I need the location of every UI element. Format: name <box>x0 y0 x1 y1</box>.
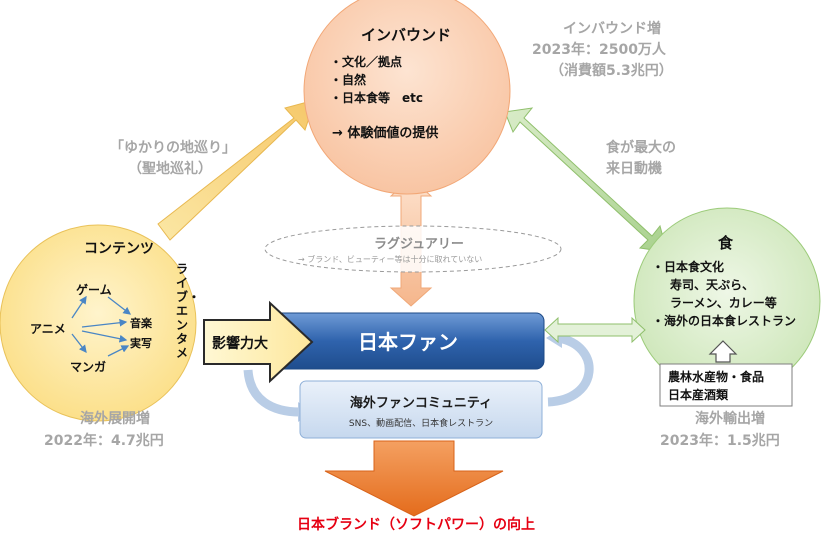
content-live-entertainment: ライブ・エンタメ <box>176 262 201 360</box>
inbound-circle <box>303 0 511 195</box>
content-anime: アニメ <box>30 322 66 336</box>
inbound-item-nature: ・自然 <box>330 73 367 87</box>
inbound-stat-label: インバウンド増 <box>563 21 661 37</box>
loop-arrow-left <box>243 369 301 417</box>
food-products-box <box>659 363 793 407</box>
content-stat-value: 2022年：4.7兆円 <box>44 433 164 449</box>
food-products-line2: 日本産酒類 <box>668 388 729 402</box>
inbound-item-food: ・日本食等 etc <box>330 91 423 105</box>
food-item-sushi: 寿司、天ぷら、 <box>670 278 755 292</box>
food-products-arrow <box>708 340 738 363</box>
inbound-value: → 体験価値の提供 <box>332 126 439 141</box>
food-stat-value: 2023年：1.5兆円 <box>660 433 780 449</box>
food-products-line1: 農林水産物・食品 <box>668 370 765 384</box>
loop-arrow-right <box>547 333 594 407</box>
content-game: ゲーム <box>76 283 112 297</box>
inbound-item-culture: ・文化／拠点 <box>330 55 403 69</box>
pilgrimage-sublabel: （聖地巡礼） <box>128 161 212 177</box>
food-motive-label: 食が最大の <box>606 140 676 156</box>
influence-arrow <box>203 300 314 384</box>
food-stat-label: 海外輸出増 <box>695 411 765 427</box>
food-fan-arrow <box>544 316 646 344</box>
inbound-stat-visitors: 2023年：2500万人 <box>532 42 666 58</box>
food-title: 食 <box>718 234 734 252</box>
food-item-restaurants: ・海外の日本食レストラン <box>652 314 797 328</box>
luxury-title: ラグジュアリー <box>374 237 464 252</box>
luxury-note: → ブランド、ビューティー等は十分に取れていない <box>298 255 483 264</box>
food-item-ramen: ラーメン、カレー等 <box>670 296 777 310</box>
luxury-ellipse <box>264 225 562 273</box>
content-stat-label: 海外展開増 <box>80 411 150 427</box>
goal-arrow <box>324 440 504 517</box>
content-network <box>71 295 132 357</box>
content-manga: マンガ <box>70 360 107 374</box>
food-item-culture: ・日本食文化 <box>652 260 725 274</box>
content-title: コンテンツ <box>84 241 154 257</box>
food-motive-sublabel: 来日動機 <box>606 161 662 177</box>
inbound-stat-spending: （消費額5.3兆円） <box>550 63 673 79</box>
community-title: 海外ファンコミュニティ <box>349 396 493 411</box>
community-box <box>299 380 543 439</box>
content-circle <box>0 224 197 422</box>
goal-label: 日本ブランド（ソフトパワー）の向上 <box>297 517 535 533</box>
food-motive-arrow <box>504 107 668 253</box>
japan-fan-label: 日本ファン <box>358 330 458 354</box>
content-live-action: 実写 <box>130 337 152 350</box>
content-music: 音楽 <box>130 317 152 330</box>
inbound-title: インバウンド <box>361 26 452 44</box>
community-subtitle: SNS、動画配信、日本食レストラン <box>348 419 494 429</box>
pilgrimage-label: 「ゆかりの地巡り」 <box>110 140 236 156</box>
influence-label: 影響力大 <box>212 336 268 352</box>
